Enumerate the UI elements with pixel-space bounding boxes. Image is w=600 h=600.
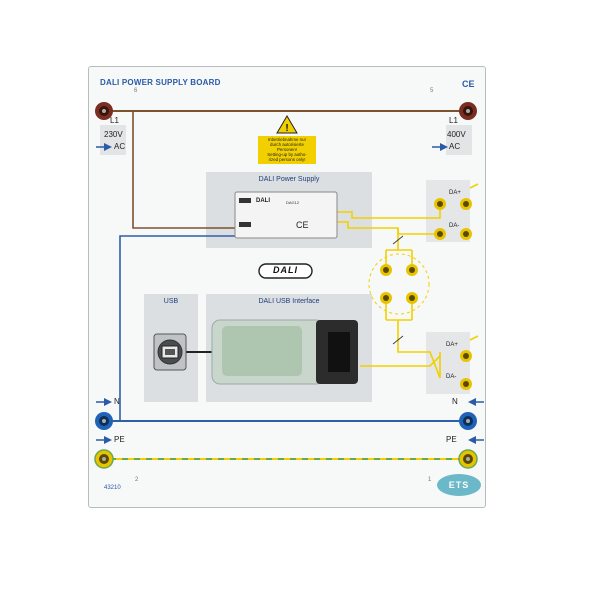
right-voltage-label: 400V <box>447 130 466 139</box>
l1-right-tag <box>446 125 472 155</box>
socket-da-minus-top-right[interactable] <box>460 228 472 240</box>
da-plus-bottom-label: DA+ <box>446 342 458 348</box>
usb-interface-heading: DALI USB Interface <box>258 298 320 305</box>
dali-logo-text: DALI <box>273 265 298 275</box>
corner-mark-5: 5 <box>430 88 434 94</box>
socket-da-plus-bottom[interactable] <box>460 350 472 362</box>
warning-sticker <box>258 136 316 164</box>
socket-da-minus-top[interactable] <box>434 228 446 240</box>
power-supply-module-code: DAG12 <box>286 200 300 205</box>
socket-da-plus-top[interactable] <box>434 198 446 210</box>
ets-logo <box>437 474 481 496</box>
socket-n-right[interactable] <box>459 412 477 430</box>
warning-line-4: Setting-up by autho- <box>267 152 307 157</box>
left-n-label: N <box>114 397 120 406</box>
corner-mark-1: 1 <box>428 477 432 483</box>
dali-wiring <box>336 183 479 379</box>
test-socket-1[interactable] <box>380 264 392 276</box>
power-supply-heading: DALI Power Supply <box>258 176 320 183</box>
left-ac-label: AC <box>114 142 126 151</box>
socket-da-plus-top-right[interactable] <box>460 198 472 210</box>
right-pe-label: PE <box>446 435 457 444</box>
warning-line-5: rized persons only! <box>268 157 306 162</box>
l1-drop-wire <box>132 111 236 229</box>
usb-heading: USB <box>163 298 179 305</box>
warning-text: Inbetriebnahme nur durch autorisierte Pe… <box>258 137 316 162</box>
corner-mark-2: 2 <box>135 477 139 483</box>
svg-text:!: ! <box>285 123 288 134</box>
right-ac-label: AC <box>449 142 461 151</box>
socket-n-left[interactable] <box>95 412 113 430</box>
break-mark-bottom <box>392 335 404 345</box>
left-l1-label: L1 <box>110 116 119 125</box>
da-minus-bottom-label: DA- <box>446 374 457 380</box>
da-plus-top-label: DA+ <box>449 190 461 196</box>
socket-l1-left[interactable] <box>95 102 113 120</box>
socket-l1-right[interactable] <box>459 102 477 120</box>
warning-triangle-icon <box>276 115 298 134</box>
test-socket-2[interactable] <box>406 264 418 276</box>
right-n-label: N <box>452 397 458 406</box>
warning-line-3: Personen! <box>276 147 297 152</box>
n-drop-wire <box>119 235 236 421</box>
da-minus-top-label: DA- <box>449 223 460 229</box>
board-title: DALI POWER SUPPLY BOARD <box>100 78 221 87</box>
warning-line-1: Inbetriebnahme nur <box>267 137 307 142</box>
test-socket-group-outline <box>368 253 430 315</box>
direction-arrows <box>96 143 484 444</box>
part-number: 43210 <box>104 485 121 491</box>
svg-text:CE: CE <box>296 220 309 230</box>
dali-logo <box>258 263 313 279</box>
ce-mark: CE <box>462 79 475 89</box>
right-l1-label: L1 <box>449 116 458 125</box>
ets-logo-text: ETS <box>448 480 470 490</box>
corner-mark-6: 6 <box>134 88 138 94</box>
power-supply-module <box>234 191 338 239</box>
socket-da-minus-bottom[interactable] <box>460 378 472 390</box>
warning-line-2: durch autorisierte <box>270 142 304 147</box>
left-pe-label: PE <box>114 435 125 444</box>
socket-pe-right[interactable] <box>458 449 478 469</box>
power-supply-module-label: DALI <box>256 198 270 204</box>
left-voltage-label: 230V <box>104 130 123 139</box>
socket-pe-left[interactable] <box>94 449 114 469</box>
test-socket-4[interactable] <box>406 292 418 304</box>
test-socket-3[interactable] <box>380 292 392 304</box>
break-mark-top <box>392 235 404 245</box>
